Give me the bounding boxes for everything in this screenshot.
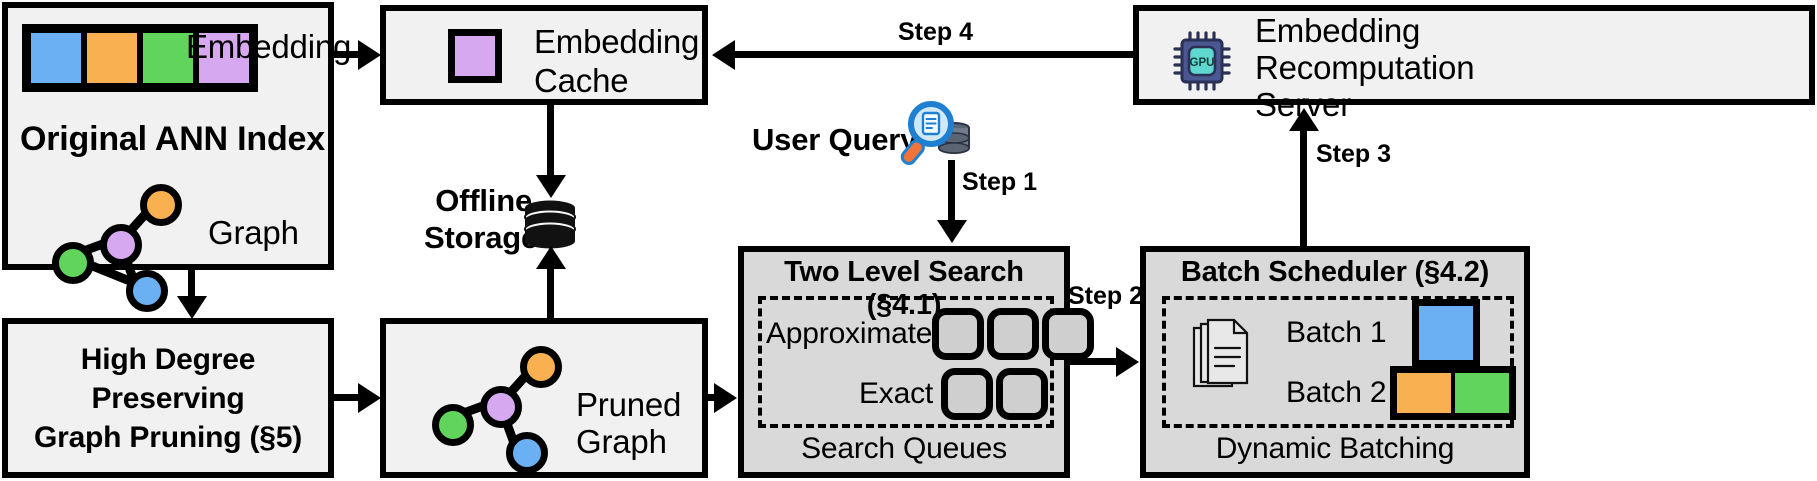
- graph-node-purple: [480, 386, 522, 428]
- search-queues-dashed-region: [758, 296, 1054, 428]
- batch-row-2: Batch 2: [1286, 364, 1516, 422]
- recomputation-server-line3: Server: [1255, 85, 1351, 123]
- recomputation-server-line1: Embedding: [1255, 12, 1421, 49]
- graph-node-blue: [126, 270, 168, 312]
- search-slot: [941, 368, 993, 420]
- pruned-graph: [428, 338, 578, 474]
- search-row-label: Exact: [858, 377, 933, 411]
- original-ann-index-box: Embedding Original ANN Index Graph: [2, 2, 351, 312]
- batch-swatch-orange: [1397, 373, 1455, 413]
- batch-scheduler-box: Batch Scheduler (§4.2) Batch 1 Batch 2 D…: [1140, 246, 1530, 478]
- search-row-label: Approximate: [766, 317, 933, 351]
- arrow-step2-head: [1116, 347, 1139, 377]
- embedding-cache-box: Embedding Cache: [380, 5, 708, 105]
- step1-label: Step 1: [962, 168, 1038, 196]
- search-slot: [1042, 308, 1095, 360]
- recomputation-server-line2: Recomputation: [1255, 48, 1475, 86]
- arrow-pruned-to-storage-line: [547, 268, 554, 322]
- embedding-cache-line2: Cache: [534, 61, 629, 99]
- graph-pruning-title: High Degree Preserving Graph Pruning (§5…: [8, 324, 328, 472]
- embedding-cache-swatch: [448, 29, 502, 83]
- search-queues-caption: Search Queues: [801, 432, 1007, 465]
- batch-row-label: Batch 2: [1286, 376, 1387, 410]
- arrow-pruning-to-pruned-line: [334, 394, 360, 401]
- svg-text:GPU: GPU: [1190, 57, 1215, 69]
- arrow-step3-head: [1289, 108, 1319, 131]
- database-cylinder-icon: [524, 200, 576, 249]
- arrow-index-to-cache-line: [334, 51, 360, 58]
- graph-node-green: [52, 242, 94, 284]
- graph-pruning-line2: Graph Pruning (§5): [33, 420, 303, 454]
- arrow-step2-line: [1070, 358, 1118, 365]
- arrow-step1-line: [948, 160, 955, 222]
- graph-pruning-box: High Degree Preserving Graph Pruning (§5…: [2, 318, 334, 478]
- batch-row-1: Batch 1: [1286, 299, 1516, 367]
- batch-scheduler-title: Batch Scheduler (§4.2): [1180, 256, 1490, 288]
- two-level-search-title: Two Level Search (§4.1): [784, 256, 1024, 321]
- arrow-step3-line: [1300, 130, 1307, 246]
- batch-swatch-green: [1455, 373, 1509, 413]
- batch-row-label: Batch 1: [1286, 316, 1387, 350]
- two-level-search-box: Two Level Search (§4.1) Approximate Exac…: [738, 246, 1095, 478]
- graph-node-blue: [506, 432, 548, 474]
- arrow-pruning-to-pruned-head: [358, 383, 381, 413]
- offline-storage-label: Offline Storage: [424, 182, 539, 256]
- embedding-recomputation-server-box: GPU Embedding Recomputation Server: [1133, 5, 1815, 123]
- graph-node-orange: [140, 184, 182, 226]
- search-row-exact: Exact: [766, 364, 1048, 424]
- arrow-cache-to-storage-line: [547, 105, 554, 177]
- graph-node-green: [432, 404, 474, 446]
- graph-label: Graph: [208, 214, 299, 251]
- search-slots-exact: [941, 368, 1048, 420]
- dynamic-batching-caption: Dynamic Batching: [1215, 432, 1455, 465]
- search-slot: [932, 308, 985, 360]
- recomputation-server-title: Embedding Recomputation Server: [1255, 12, 1475, 124]
- arrow-index-to-pruning-line: [188, 270, 195, 298]
- graph-node-orange: [520, 346, 562, 388]
- batch-swatch-blue: [1412, 299, 1480, 367]
- gpu-chip-icon: GPU: [1173, 31, 1231, 91]
- documents-icon: [1192, 318, 1249, 388]
- original-graph: [48, 176, 188, 312]
- original-ann-index-title: Original ANN Index: [20, 120, 325, 158]
- search-slots-approximate: [932, 308, 1095, 360]
- step4-label: Step 4: [898, 18, 974, 46]
- arrow-index-to-pruning-head: [177, 296, 207, 319]
- embedding-cell-blue: [28, 30, 84, 86]
- arrow-pruned-to-search-head: [714, 383, 737, 413]
- arrow-pruned-to-storage-head: [536, 246, 566, 269]
- search-slot: [996, 368, 1048, 420]
- arrow-pruned-to-search-line: [708, 394, 718, 401]
- embedding-cache-line1: Embedding: [534, 23, 700, 60]
- dynamic-batching-dashed-region: [1162, 296, 1514, 428]
- embedding-label: Embedding: [186, 28, 352, 65]
- arrow-step4-head: [712, 40, 735, 70]
- arrow-step1-head: [937, 220, 967, 243]
- embedding-cell-purple: [196, 30, 252, 86]
- graph-pruning-line1: High Degree Preserving: [80, 342, 256, 415]
- step3-label: Step 3: [1316, 140, 1392, 168]
- embedding-cache-title: Embedding Cache: [534, 23, 699, 101]
- graph-node-purple: [100, 224, 142, 266]
- embedding-cell-green: [140, 30, 196, 86]
- offline-storage-line1: Offline: [435, 183, 532, 218]
- query-search-database-icon: [900, 101, 970, 166]
- search-row-approximate: Approximate: [766, 304, 1095, 364]
- pruned-graph-box: Pruned Graph: [380, 318, 708, 478]
- arrow-cache-to-storage-head: [536, 175, 566, 198]
- search-slot: [987, 308, 1040, 360]
- offline-storage-line2: Storage: [424, 220, 539, 256]
- embedding-strip: [22, 24, 258, 92]
- arrow-step4-line: [735, 51, 1135, 58]
- pruned-graph-label: Pruned Graph: [576, 386, 682, 461]
- user-query-label: User Query: [752, 122, 918, 157]
- arrow-index-to-cache-head: [358, 40, 381, 70]
- step2-label: Step 2: [1068, 282, 1144, 310]
- embedding-cell-orange: [84, 30, 140, 86]
